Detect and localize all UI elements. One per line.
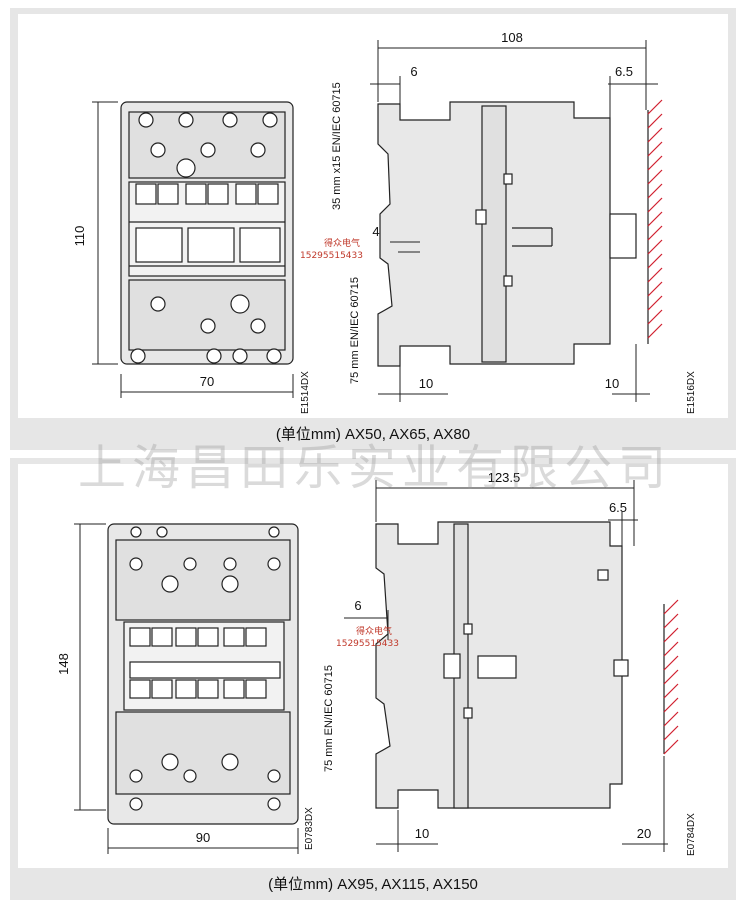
side-code-label: E1516DX	[686, 371, 697, 414]
rail-75-label: 75 mm EN/IEC 60715	[323, 665, 335, 772]
stamp-phone: 15295515433	[336, 639, 399, 649]
side-bottom-left-label: 10	[419, 376, 433, 391]
panel-ax95-ax150: 148 90 E0783DX	[10, 458, 736, 900]
front-dims-bottom	[74, 523, 299, 854]
side-right-gap-label: 6.5	[609, 500, 627, 515]
side-left-gap-label: 6	[410, 64, 417, 79]
front-width-label: 70	[200, 374, 214, 389]
caption-top: (单位mm) AX50, AX65, AX80	[275, 426, 471, 443]
stamp-name: 得众电气	[356, 625, 392, 637]
drawing-bottom: 148 90 E0783DX	[56, 470, 697, 856]
front-height-label: 148	[56, 653, 71, 675]
din-rail-hatch-icon	[647, 99, 663, 344]
drawing-top: 110 70 E1514DX	[72, 30, 697, 414]
side-depth-label: 123.5	[488, 470, 521, 485]
screw-terminal-icon	[129, 526, 281, 811]
din-rail-hatch-icon	[663, 599, 679, 755]
side-dims-bottom	[344, 480, 668, 852]
slot-width-label: 4	[372, 224, 379, 239]
side-bottom-right-label: 20	[637, 826, 651, 841]
front-width-label: 90	[196, 830, 210, 845]
side-view-bottom	[375, 521, 629, 809]
front-height-label: 110	[72, 226, 87, 247]
side-code-label: E0784DX	[686, 813, 697, 856]
rail-35-label: 35 mm x15 EN/IEC 60715	[331, 82, 343, 210]
side-right-gap-label: 6.5	[615, 64, 633, 79]
side-bottom-right-label: 10	[605, 376, 619, 391]
front-view-top	[120, 101, 294, 365]
side-left-gap-label: 6	[354, 598, 361, 613]
stamp-name: 得众电气	[324, 237, 360, 249]
drawing-area-bottom: 148 90 E0783DX	[18, 464, 728, 868]
front-dims-top	[92, 101, 294, 398]
screw-terminal-icon	[130, 112, 282, 364]
panel-ax50-ax80: 110 70 E1514DX	[10, 8, 736, 450]
rail-75-label: 75 mm EN/IEC 60715	[349, 277, 361, 384]
side-depth-label: 108	[501, 30, 523, 45]
front-view-bottom	[107, 523, 299, 825]
side-dims-top	[370, 40, 658, 402]
side-view-top	[377, 101, 637, 367]
front-code-label: E0783DX	[304, 807, 315, 850]
drawing-area-top: 110 70 E1514DX	[18, 14, 728, 418]
stamp-phone: 15295515433	[300, 251, 363, 261]
side-bottom-left-label: 10	[415, 826, 429, 841]
caption-bottom: (单位mm) AX95, AX115, AX150	[268, 876, 478, 893]
front-code-label: E1514DX	[300, 371, 311, 414]
